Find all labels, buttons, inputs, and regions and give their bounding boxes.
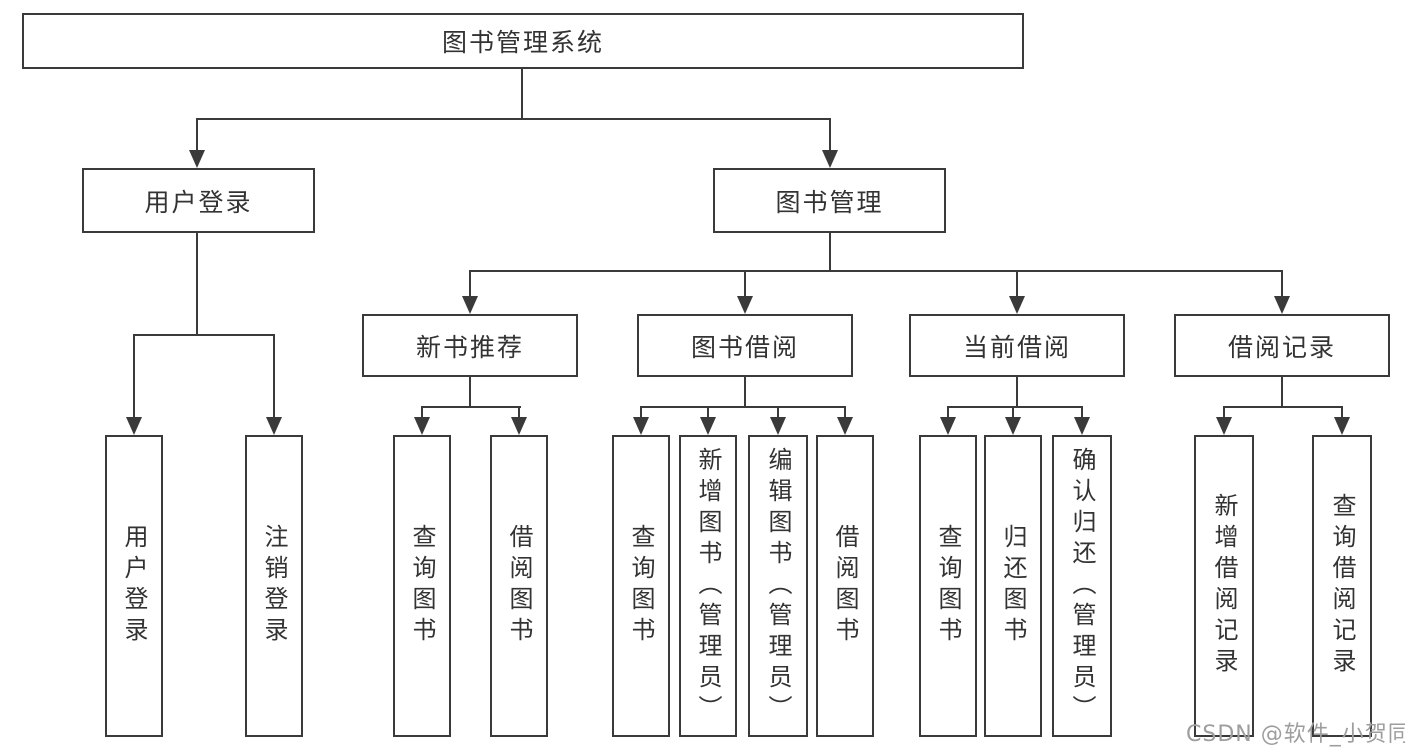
connector-leaf-drop — [421, 406, 423, 418]
arrowhead-icon — [1074, 417, 1090, 435]
connector-root-stem — [521, 67, 523, 120]
node-borrow-records: 借阅记录 — [1174, 314, 1390, 377]
connector-user-login-drop — [196, 118, 198, 152]
leaf-query-books-1: 查询图书 — [393, 435, 451, 737]
arrowhead-icon — [1009, 296, 1025, 314]
connector-current-borrow-splitter — [947, 406, 1083, 408]
connector-level2-drop — [744, 270, 746, 298]
connector-level1-splitter — [196, 118, 831, 120]
leaf-return-books: 归还图书 — [984, 435, 1042, 737]
connector-borrow-records-splitter — [1223, 406, 1343, 408]
connector-level2-splitter — [469, 270, 1283, 272]
connector-leaf-drop — [707, 406, 709, 418]
connector-book-mgmt-stem — [829, 231, 831, 272]
leaf-user-login: 用户登录 — [105, 435, 163, 737]
arrowhead-icon — [837, 417, 853, 435]
connector-user-login-splitter — [133, 334, 275, 336]
leaf-confirm-return-admin: 确认归还（管理员） — [1052, 435, 1112, 737]
node-book-management: 图书管理 — [713, 168, 946, 233]
arrowhead-icon — [1274, 296, 1290, 314]
connector-leaf-drop — [777, 406, 779, 418]
leaf-borrow-books-2: 借阅图书 — [816, 435, 874, 737]
connector-current-borrow-stem — [1016, 375, 1018, 408]
connector-leaf-drop — [273, 334, 275, 418]
connector-leaf-drop — [133, 334, 135, 418]
connector-book-borrow-stem — [744, 375, 746, 408]
connector-leaf-drop — [518, 406, 520, 418]
leaf-logout: 注销登录 — [245, 435, 303, 737]
leaf-query-borrow-record: 查询借阅记录 — [1312, 435, 1372, 737]
leaf-query-books-2: 查询图书 — [612, 435, 670, 737]
connector-leaf-drop — [1081, 406, 1083, 418]
arrowhead-icon — [126, 417, 142, 435]
connector-leaf-drop — [1223, 406, 1225, 418]
node-user-login: 用户登录 — [82, 168, 315, 233]
connector-level2-drop — [1016, 270, 1018, 298]
node-book-management-system: 图书管理系统 — [22, 13, 1024, 69]
leaf-query-books-3: 查询图书 — [919, 435, 977, 737]
node-book-borrowing: 图书借阅 — [637, 314, 853, 377]
leaf-edit-books-admin: 编辑图书（管理员） — [748, 435, 808, 737]
arrowhead-icon — [1216, 417, 1232, 435]
connector-leaf-drop — [844, 406, 846, 418]
leaf-add-books-admin: 新增图书（管理员） — [679, 435, 737, 737]
connector-book-borrow-splitter — [640, 406, 846, 408]
connector-level2-drop — [1281, 270, 1283, 298]
connector-book-mgmt-drop — [829, 118, 831, 152]
arrowhead-icon — [770, 417, 786, 435]
arrowhead-icon — [940, 417, 956, 435]
csdn-watermark: CSDN @软件_小贺同学 — [1186, 722, 1405, 747]
connector-user-login-stem — [196, 231, 198, 336]
leaf-borrow-books-1: 借阅图书 — [490, 435, 548, 737]
connector-new-books-stem — [469, 375, 471, 408]
connector-level2-drop — [469, 270, 471, 298]
connector-leaf-drop — [640, 406, 642, 418]
leaf-add-borrow-record: 新增借阅记录 — [1194, 435, 1254, 737]
arrowhead-icon — [700, 417, 716, 435]
arrowhead-icon — [1334, 417, 1350, 435]
connector-new-books-splitter — [421, 406, 521, 408]
node-new-book-recommend: 新书推荐 — [362, 314, 578, 377]
arrowhead-icon — [189, 150, 205, 168]
connector-leaf-drop — [947, 406, 949, 418]
arrowhead-icon — [737, 296, 753, 314]
connector-borrow-records-stem — [1281, 375, 1283, 408]
arrowhead-icon — [511, 417, 527, 435]
arrowhead-icon — [822, 150, 838, 168]
arrowhead-icon — [462, 296, 478, 314]
arrowhead-icon — [266, 417, 282, 435]
connector-leaf-drop — [1341, 406, 1343, 418]
node-current-borrowing: 当前借阅 — [909, 314, 1125, 377]
arrowhead-icon — [1005, 417, 1021, 435]
arrowhead-icon — [633, 417, 649, 435]
arrowhead-icon — [414, 417, 430, 435]
connector-leaf-drop — [1012, 406, 1014, 418]
